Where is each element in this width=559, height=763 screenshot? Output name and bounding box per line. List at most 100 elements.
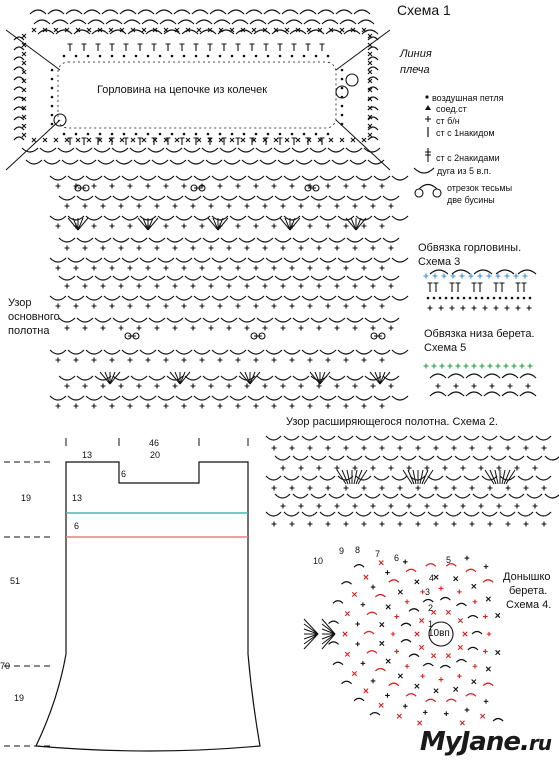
- dc-symbol: [165, 137, 171, 145]
- scheme-3-dc: [493, 282, 499, 292]
- sc-symbol: [199, 403, 205, 409]
- fan-stitch: [289, 217, 296, 231]
- scheme-5-green-sc: [487, 363, 493, 369]
- sc-symbol: [118, 283, 124, 289]
- sc-symbol: [73, 303, 79, 309]
- chain-arc: [247, 395, 265, 401]
- scheme-2-arc: [418, 493, 435, 499]
- scheme-2-arc: [445, 435, 462, 441]
- shoulder-line-right-bottom: [335, 119, 391, 171]
- side-arc: [13, 116, 25, 121]
- chain-arc: [220, 195, 238, 201]
- chain-arc: [175, 295, 193, 301]
- sc-symbol: [82, 325, 88, 331]
- shoulder-line-label-1: Линия: [400, 48, 432, 60]
- scheme-2-sc: [271, 485, 277, 491]
- chain-arc: [112, 237, 130, 243]
- scheme-2-arc: [472, 493, 489, 499]
- crown-sc-x: [379, 622, 385, 628]
- border-arc: [93, 147, 111, 153]
- scheme-2-arc: [265, 475, 282, 481]
- sc-symbol: [370, 283, 376, 289]
- scheme-2-arc: [283, 435, 300, 441]
- scheme-2-arc: [310, 493, 327, 499]
- border-arc: [353, 9, 371, 15]
- sc-x-symbol: [21, 60, 27, 66]
- sc-x-symbol: [196, 137, 202, 143]
- chain-dot: [242, 132, 246, 136]
- border-arc: [223, 159, 241, 165]
- scheme-3-sc: [515, 305, 521, 311]
- sc-symbol: [244, 325, 250, 331]
- scheme-2-arc: [418, 455, 435, 461]
- scheme-2-sc: [334, 465, 340, 471]
- main-pattern-label-1: Узор: [8, 297, 32, 309]
- chain-dot: [146, 132, 150, 136]
- chain-dot: [290, 54, 294, 58]
- crown-arc: [405, 568, 417, 573]
- border-arc: [253, 29, 271, 35]
- sc-symbol: [145, 403, 151, 409]
- crown-sc-x: [344, 611, 350, 617]
- scheme-2-arc: [310, 455, 327, 461]
- scheme-5-green-sc: [479, 363, 485, 369]
- chain-arc: [103, 215, 121, 221]
- sc-x-symbol: [317, 27, 323, 33]
- chain-arc: [256, 237, 274, 243]
- crown-arc: [471, 630, 483, 635]
- crown-sc-x: [397, 589, 403, 595]
- chain-arc: [337, 295, 355, 301]
- sc-symbol: [298, 325, 304, 331]
- scheme-2-fan: [412, 469, 417, 485]
- chain-dot: [340, 104, 344, 108]
- scheme-2-fan: [353, 469, 358, 485]
- chain-arc: [85, 295, 103, 301]
- sc-symbol: [118, 203, 124, 209]
- scheme-3-sc: [493, 305, 499, 311]
- crown-sc-plus: [443, 711, 449, 716]
- scheme-2-sc: [352, 503, 358, 509]
- sc-x-symbol: [367, 105, 373, 111]
- scheme-3-dc: [427, 282, 433, 292]
- sc-symbol: [190, 203, 196, 209]
- sc-x-symbol: [284, 137, 290, 143]
- chain-dot: [302, 132, 306, 136]
- scheme-5-arc: [519, 391, 537, 397]
- border-arc: [227, 9, 245, 15]
- dim-top-inner: 20: [150, 450, 161, 460]
- chain-dot: [290, 132, 294, 136]
- scheme-2-arc: [319, 475, 336, 481]
- sc-symbol: [73, 403, 79, 409]
- border-arc: [273, 147, 291, 153]
- sc-symbol: [145, 183, 151, 189]
- sc-symbol: [289, 303, 295, 309]
- chain-arc: [148, 317, 166, 323]
- chain-arc: [85, 175, 103, 181]
- chain-arc: [283, 349, 301, 355]
- chain-arc: [193, 175, 211, 181]
- chain-arc: [67, 349, 85, 355]
- chain-arc: [157, 215, 175, 221]
- chain-arc: [373, 295, 391, 301]
- sc-symbol: [325, 183, 331, 189]
- scheme-5-sc: [471, 383, 477, 389]
- crown-sc-x: [430, 609, 437, 615]
- chain-arc: [274, 195, 292, 201]
- scheme-5-green-sc: [519, 363, 525, 369]
- scheme-4-crown-chart: [303, 555, 504, 726]
- scheme-2-sc: [361, 485, 367, 491]
- crown-fan: [321, 633, 336, 645]
- crown-sc-plus: [385, 693, 390, 698]
- scheme-2-arc: [517, 475, 534, 481]
- sc-symbol: [334, 383, 340, 389]
- sc-symbol: [199, 223, 205, 229]
- fan-stitch: [319, 371, 331, 385]
- scheme-2-fan: [346, 469, 351, 485]
- sc-x-symbol: [163, 27, 169, 33]
- garment-pattern: [4, 438, 261, 752]
- scheme-3-dc: [455, 282, 461, 292]
- sc-symbol: [262, 245, 268, 251]
- scheme-2-fan: [503, 469, 511, 485]
- scheme-2-sc: [505, 521, 511, 527]
- border-arc: [109, 29, 127, 35]
